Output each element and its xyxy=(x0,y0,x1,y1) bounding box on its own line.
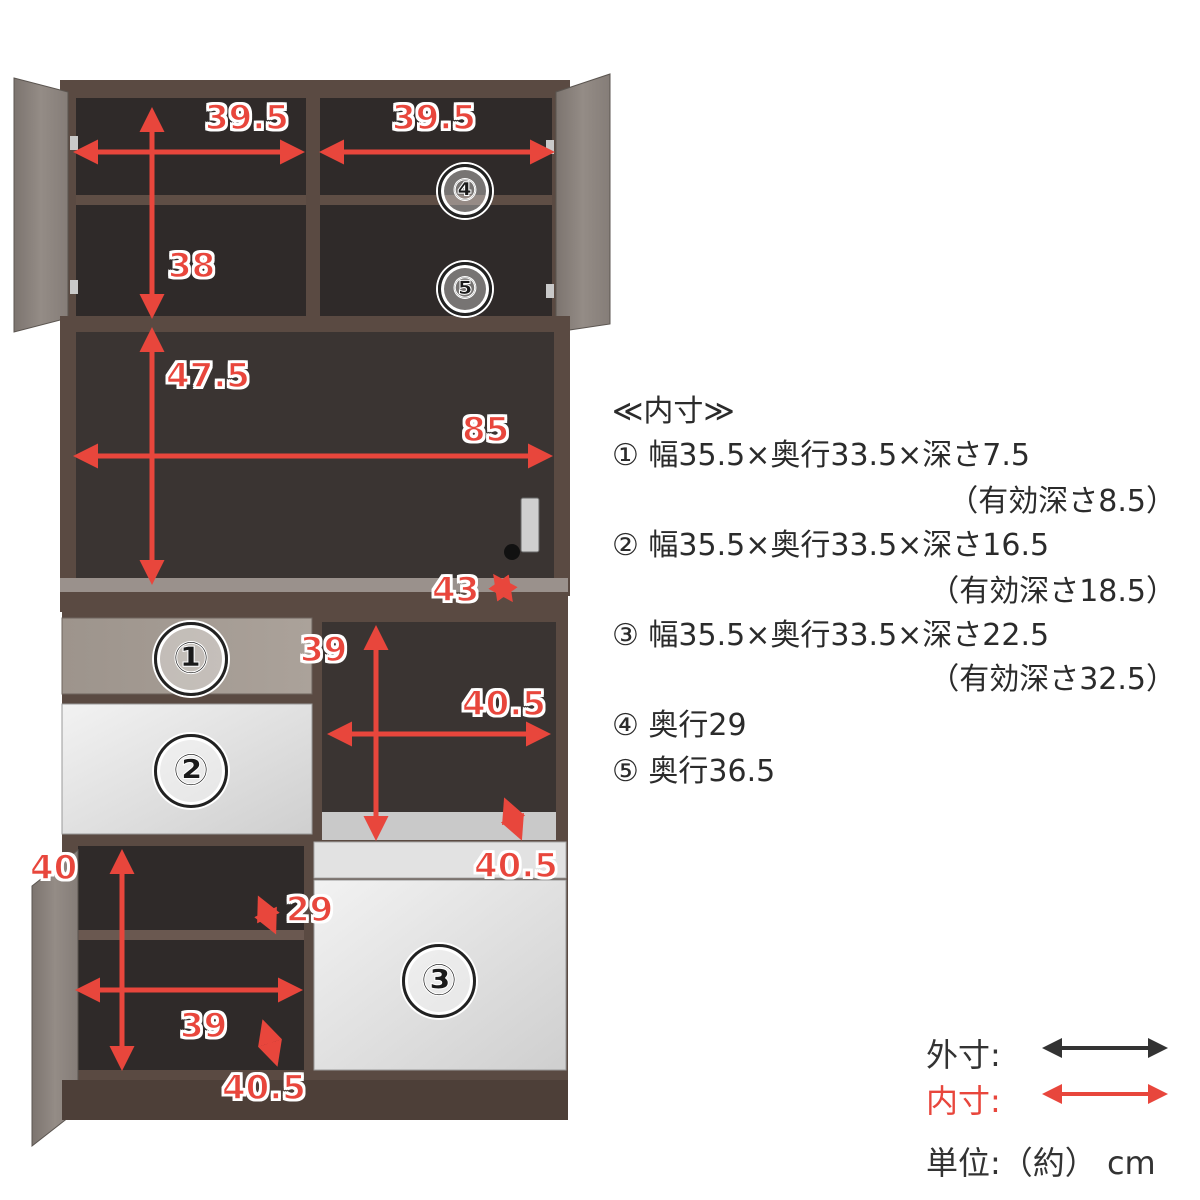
upper-cabinet xyxy=(13,73,611,333)
middle-open-section xyxy=(60,316,570,612)
drawer-3-callout: ③ xyxy=(402,944,476,1018)
shelf-4-callout: ④ xyxy=(438,164,492,218)
spec-row-1-note: （有効深さ8.5） xyxy=(948,484,1176,519)
spec-row-2-note: （有効深さ18.5） xyxy=(929,574,1176,609)
dim-right-mid-height: 39 xyxy=(299,629,348,671)
dim-middle-height: 47.5 xyxy=(165,355,250,397)
spec-row-5: ⑤ 奥行36.5 xyxy=(612,754,776,789)
dim-lower-left-height: 40 xyxy=(29,847,78,889)
spec-row-3: ③ 幅35.5×奥行33.5×深さ22.5 xyxy=(612,618,1050,653)
legend-arrows xyxy=(1042,1038,1168,1104)
dim-lower-left-shelf-depth: 29 xyxy=(285,889,334,931)
dim-upper-right-width: 39.5 xyxy=(391,97,476,139)
dim-upper-left-height: 38 xyxy=(167,245,216,287)
legend-inner-label: 内寸: xyxy=(926,1082,1001,1120)
spec-row-4: ④ 奥行29 xyxy=(612,708,747,743)
drawer-1-callout: ① xyxy=(154,622,228,696)
dim-lower-left-width: 39 xyxy=(179,1005,228,1047)
dim-lower-left-depth: 40.5 xyxy=(221,1067,306,1109)
spec-row-1: ① 幅35.5×奥行33.5×深さ7.5 xyxy=(612,438,1031,473)
dim-right-mid-width: 40.5 xyxy=(461,683,546,725)
shelf-5-callout: ⑤ xyxy=(438,262,492,316)
legend-unit-label: 単位:（約） cm xyxy=(926,1144,1156,1182)
spec-heading: ≪内寸≫ xyxy=(612,394,735,429)
inner-dimension-arrows xyxy=(73,107,555,1071)
dim-counter-depth: 43 xyxy=(431,569,480,611)
dim-upper-left-width: 39.5 xyxy=(204,97,289,139)
dim-middle-width: 85 xyxy=(461,409,510,451)
spec-row-3-note: （有効深さ32.5） xyxy=(929,662,1176,697)
legend-outer-label: 外寸: xyxy=(926,1036,1001,1074)
dim-right-mid-depth: 40.5 xyxy=(473,845,558,887)
spec-row-2: ② 幅35.5×奥行33.5×深さ16.5 xyxy=(612,528,1050,563)
drawer-2-callout: ② xyxy=(154,734,228,808)
